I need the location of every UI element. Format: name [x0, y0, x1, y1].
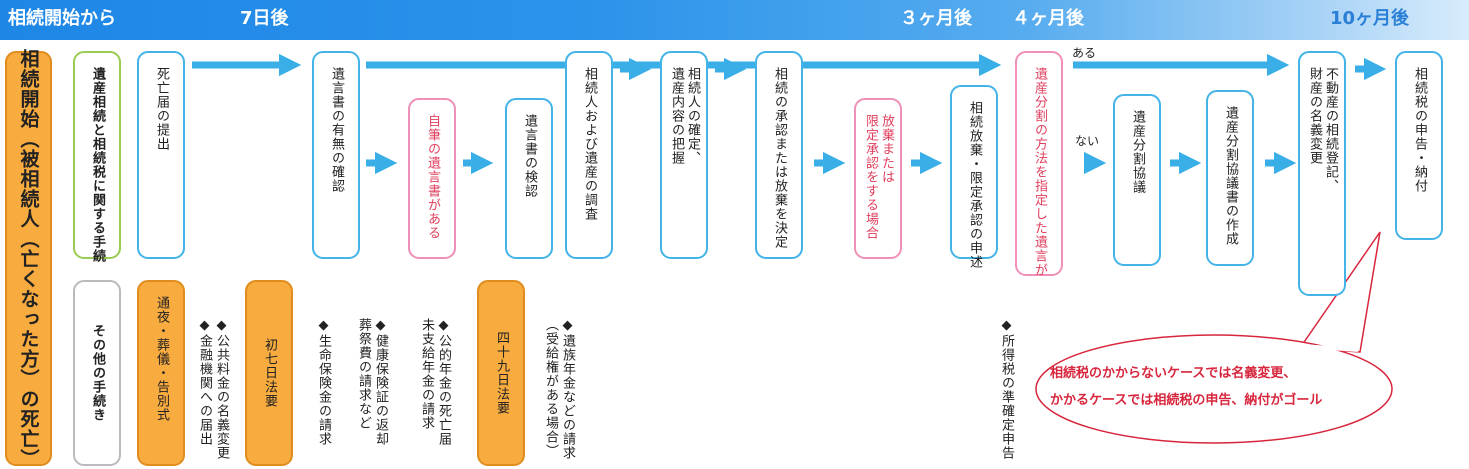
step-negotiation: 遺産分割協議 [1113, 94, 1161, 266]
goal-bubble-line2: かかるケースでは相続税の申告、納付がゴール [1050, 393, 1323, 408]
step-holograph-will-text: 自筆の遺言書がある [425, 114, 440, 240]
timeline-4months: ４ヶ月後 [1012, 8, 1084, 29]
step-will-check: 遺言書の有無の確認 [312, 51, 360, 259]
goal-bubble-line1: 相続税のかからないケースでは名義変更、 [1050, 366, 1297, 381]
step-tax-filing: 相続税の申告・納付 [1395, 51, 1443, 240]
branch-no-label: ない [1075, 134, 1100, 148]
other-7th-day-memorial-text: 初七日法要 [262, 338, 277, 408]
step-renounce-case-text: 放棄または 限定承認をする場合 [863, 114, 894, 240]
step-renounce-statement: 相続放棄・限定承認の申述 [950, 85, 998, 269]
note-public-pension: ◆公的年金の死亡届 未支給年金の請求 [419, 318, 451, 446]
other-7th-day-memorial: 初七日法要 [245, 280, 293, 466]
branch-yes-label: ある [1072, 46, 1097, 60]
row-label-main: 遺産相続と相続税に関する手続 [73, 51, 121, 263]
step-probate: 遺言書の検認 [505, 98, 553, 259]
row-label-other: その他の手続き [73, 280, 121, 466]
note-health-insurance: ◆健康保険証の返却 葬祭費の請求など [356, 318, 388, 446]
timeline-banner: 相続開始から 7日後 ３ヶ月後 ４ヶ月後 10ヶ月後 [0, 0, 1469, 40]
step-registration-text: 不動産の相続登記、 財産の名義変更 [1307, 67, 1338, 193]
timeline-7days: 7日後 [240, 8, 289, 29]
note-survivor-pension: ◆遺族年金などの請求 （受給権がある場合） [543, 318, 575, 460]
other-wake-funeral-text: 通夜・葬儀・告別式 [154, 296, 169, 422]
step-agreement-doc-text: 遺産分割協議書の作成 [1223, 106, 1238, 246]
step-confirm-text: 相続人の確定、 遺産内容の把握 [669, 67, 700, 165]
step-holograph-will: 自筆の遺言書がある [408, 98, 456, 259]
step-division-will: 遺産分割の方法を指定した遺言が [1015, 51, 1063, 277]
note-income-tax: ◆所得税の準確定申告 [999, 318, 1014, 460]
step-survey-text: 相続人および遺産の調査 [582, 67, 597, 221]
row-label-other-text: その他の手続き [90, 324, 105, 422]
note-utility-bank: ◆公共料金の名義変更 ◆金融機関への届出 [197, 318, 229, 460]
inheritance-start-label: 相続開始（被相続人（亡くなった方）の死亡） [17, 48, 40, 469]
step-negotiation-text: 遺産分割協議 [1130, 110, 1145, 194]
step-tax-filing-text: 相続税の申告・納付 [1412, 67, 1427, 193]
step-confirm: 相続人の確定、 遺産内容の把握 [660, 51, 708, 259]
timeline-3months: ３ヶ月後 [900, 8, 972, 29]
step-division-will-text: 遺産分割の方法を指定した遺言が [1032, 67, 1047, 277]
step-probate-text: 遺言書の検認 [522, 114, 537, 198]
step-accept-decide: 相続の承認または放棄を決定 [755, 51, 803, 259]
timeline-start: 相続開始から [8, 8, 116, 29]
other-49th-day-memorial-text: 四十九日法要 [494, 331, 509, 415]
timeline-10months: 10ヶ月後 [1330, 8, 1410, 29]
note-life-insurance: ◆生命保険金の請求 [316, 318, 331, 446]
row-label-main-text: 遺産相続と相続税に関する手続 [90, 67, 105, 263]
step-renounce-statement-text: 相続放棄・限定承認の申述 [967, 101, 982, 269]
other-49th-day-memorial: 四十九日法要 [477, 280, 525, 466]
step-survey: 相続人および遺産の調査 [565, 51, 613, 259]
inheritance-start-box: 相続開始（被相続人（亡くなった方）の死亡） [5, 48, 52, 469]
step-registration: 不動産の相続登記、 財産の名義変更 [1298, 51, 1346, 296]
step-renounce-case: 放棄または 限定承認をする場合 [854, 98, 902, 259]
step-death-report: 死亡届の提出 [137, 51, 185, 259]
step-accept-decide-text: 相続の承認または放棄を決定 [772, 67, 787, 249]
step-death-report-text: 死亡届の提出 [154, 67, 169, 151]
step-agreement-doc: 遺産分割協議書の作成 [1206, 90, 1254, 266]
step-will-check-text: 遺言書の有無の確認 [329, 67, 344, 193]
other-wake-funeral: 通夜・葬儀・告別式 [137, 280, 185, 466]
